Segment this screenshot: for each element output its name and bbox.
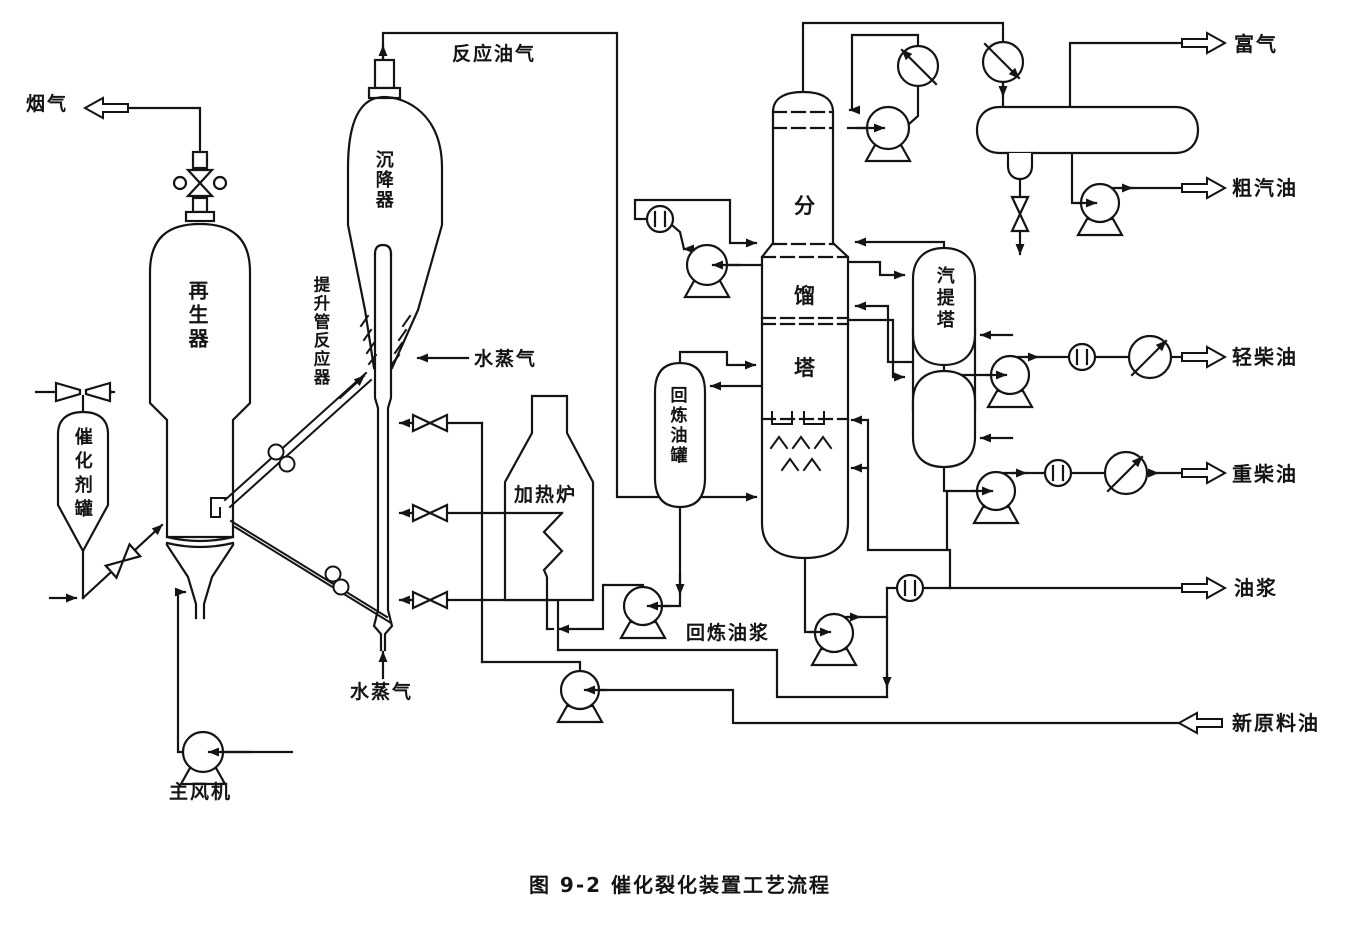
stripper-vessel	[911, 246, 977, 469]
heating-furnace-label: 加热炉	[514, 484, 578, 506]
regenerator-label: 再生器	[185, 280, 209, 352]
fresh-feed-oil-label: 新原料油	[1232, 711, 1320, 735]
orifice-symbols	[645, 204, 1097, 603]
light-diesel-label: 轻柴油	[1232, 345, 1298, 369]
settler-label: 沉降器	[372, 150, 394, 210]
reaction-oil-gas-label: 反应油气	[452, 43, 537, 65]
settler-vessel	[346, 58, 444, 370]
column-internals	[769, 411, 833, 472]
slide-valve-icon	[324, 565, 342, 583]
main-blower-label: 主风机	[169, 781, 233, 803]
catalyst-valve-icon	[103, 542, 143, 580]
stream-arrows	[82, 31, 1228, 735]
main-blower-icon	[179, 730, 252, 786]
orifice-icon	[1043, 458, 1073, 488]
pump-icon	[1076, 182, 1124, 237]
figure-caption: 图 9-2 催化裂化装置工艺流程	[528, 873, 832, 897]
crude-gasoline-arrow-icon	[1181, 176, 1228, 200]
heavy-diesel-arrow-icon	[1181, 461, 1228, 485]
recycle-oil-slurry-label: 回炼油浆	[686, 622, 771, 644]
valve-icon	[411, 413, 449, 433]
cooler-icon	[981, 40, 1025, 84]
orifice-icon	[895, 573, 925, 603]
riser-feed-valves	[411, 413, 449, 610]
flue-gas-line	[126, 106, 202, 154]
steam-bottom-label: 水蒸气	[350, 681, 414, 703]
heating-furnace-vessel	[503, 394, 595, 602]
recycle-oil-tank-label: 回炼油罐	[666, 386, 687, 466]
riser-reactor-tube	[372, 243, 394, 652]
light-diesel-arrow-icon	[1181, 345, 1228, 369]
heavy-diesel-label: 重柴油	[1232, 462, 1298, 486]
catalyst-hook	[210, 497, 227, 518]
oil-slurry-label: 油浆	[1234, 576, 1278, 600]
pump-icon	[984, 354, 1034, 409]
regenerator-vessel	[148, 222, 252, 620]
pump-icon	[808, 612, 858, 667]
regenerated-catalyst-standpipe	[229, 519, 393, 625]
valve-icon	[411, 503, 449, 523]
slide-valve-icon	[267, 443, 285, 461]
stripper-label: 汽提塔	[933, 266, 955, 332]
cooler-icon	[896, 44, 940, 88]
fractionator-column	[760, 90, 850, 560]
rich-gas-label: 富气	[1234, 32, 1278, 56]
pump-icon	[970, 470, 1020, 525]
pump-icon	[556, 669, 608, 724]
orifice-icon	[1067, 342, 1097, 372]
fractionator-label-mid: 馏	[794, 284, 817, 308]
catalyst-tank-label: 催化剂罐	[71, 427, 93, 523]
orifice-icon	[645, 204, 675, 234]
slide-valve-icon	[278, 455, 296, 473]
fractionator-label-top: 分	[794, 194, 817, 218]
overhead-drum-vessel	[975, 105, 1200, 181]
slide-valve-icon	[332, 578, 350, 596]
crude-gasoline-label: 粗汽油	[1232, 176, 1298, 200]
pump-icon	[619, 585, 672, 640]
valve-icon	[411, 590, 449, 610]
spent-catalyst-standpipe	[210, 371, 373, 518]
cooler-icon	[1127, 334, 1173, 380]
flue-gas-arrow-icon	[82, 96, 129, 120]
flue-gas-label: 烟气	[26, 93, 69, 115]
pump-icon	[856, 105, 912, 163]
furnace-coil	[542, 511, 564, 602]
steam-top-label: 水蒸气	[474, 348, 538, 370]
fresh-feed-arrow-icon	[1176, 711, 1223, 735]
drain-valve-icon	[1010, 195, 1030, 233]
rich-gas-arrow-icon	[1181, 31, 1228, 55]
catalyst-tank-vessel	[54, 381, 112, 554]
oil-slurry-arrow-icon	[1181, 576, 1228, 600]
recycle-oil-tank-vessel	[653, 361, 707, 509]
cooler-icon	[1103, 450, 1149, 496]
pump-symbols	[179, 105, 1124, 786]
flue-gas-valve-icon	[172, 150, 228, 223]
settler-hatch	[359, 314, 412, 366]
riser-reactor-label: 提升管反应器	[310, 276, 330, 387]
cooler-symbols	[896, 40, 1173, 496]
fractionator-label-bottom: 塔	[794, 356, 817, 380]
venturi-icon	[54, 381, 112, 403]
pump-icon	[683, 243, 742, 299]
